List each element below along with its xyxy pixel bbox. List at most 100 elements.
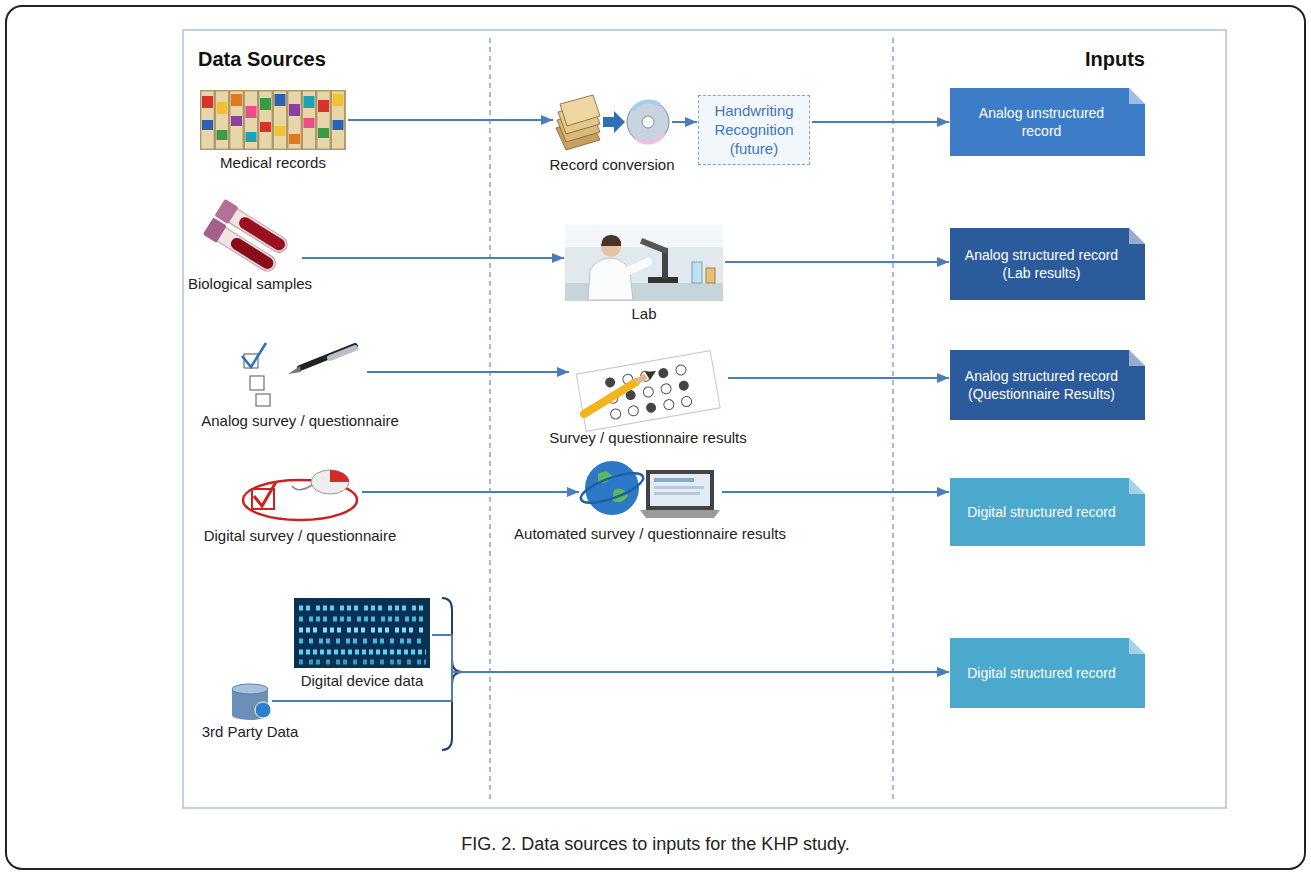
input-record: Digital structured record bbox=[950, 478, 1145, 546]
flow-arrow bbox=[348, 119, 553, 121]
medical-records-picture bbox=[216, 91, 229, 149]
medical-records-picture bbox=[245, 91, 258, 149]
device-data-picture bbox=[299, 660, 426, 665]
record-shape bbox=[950, 350, 1145, 420]
picture-slot bbox=[570, 355, 726, 425]
record-conversion-picture bbox=[603, 111, 625, 133]
medical-records-picture bbox=[246, 106, 257, 118]
medical-records-picture bbox=[260, 122, 271, 132]
device-data-picture bbox=[299, 650, 426, 655]
lab-step: Lab bbox=[554, 225, 734, 323]
medical-records-picture bbox=[303, 91, 316, 149]
medical-records-picture bbox=[275, 94, 286, 106]
medical-records-picture bbox=[304, 96, 315, 108]
device-data-picture bbox=[294, 598, 430, 668]
answer-sheet-picture bbox=[645, 371, 656, 380]
lab-picture bbox=[640, 238, 668, 254]
medical-records-picture bbox=[231, 116, 242, 126]
answer-sheet-picture bbox=[576, 351, 720, 432]
medical-records-picture bbox=[201, 91, 214, 149]
record-conversion-picture bbox=[642, 116, 654, 128]
medical-records-picture bbox=[318, 128, 329, 138]
picture-caption: Analog survey / questionnaire bbox=[180, 412, 420, 430]
web-results-picture bbox=[646, 470, 714, 510]
lab-picture bbox=[626, 262, 648, 272]
lab-picture bbox=[565, 225, 723, 301]
record-shape bbox=[950, 88, 1145, 156]
answer-sheet-picture bbox=[663, 399, 675, 411]
medical-records-picture bbox=[202, 96, 213, 108]
column-divider bbox=[892, 38, 893, 800]
answer-sheet-picture bbox=[678, 380, 690, 392]
device-data-picture bbox=[299, 628, 426, 633]
picture-slot bbox=[565, 225, 723, 301]
answer-sheet-picture bbox=[643, 386, 655, 398]
paper-survey-picture bbox=[300, 346, 355, 368]
paper-survey-picture bbox=[330, 348, 355, 358]
medical-records-picture bbox=[217, 130, 228, 140]
box-text: Digital structured record bbox=[967, 503, 1116, 521]
record-shape bbox=[950, 88, 1145, 156]
input-record: Analog unstructured record bbox=[950, 88, 1145, 156]
answer-sheet-picture bbox=[604, 377, 616, 389]
device-data-picture bbox=[299, 617, 426, 622]
medical-records-source: Medical records bbox=[188, 90, 358, 172]
picture-caption: Lab bbox=[554, 305, 734, 323]
picture-slot bbox=[294, 598, 430, 668]
answer-sheet-picture bbox=[636, 376, 646, 382]
picture-slot bbox=[240, 465, 360, 523]
flow-arrow bbox=[672, 121, 697, 123]
paper-survey-picture bbox=[242, 343, 355, 406]
sample-tubes-picture bbox=[229, 236, 276, 272]
record-fold bbox=[1129, 88, 1145, 104]
record-conversion-picture bbox=[627, 101, 669, 143]
web-results-picture bbox=[578, 461, 720, 518]
web-results-picture bbox=[640, 510, 720, 518]
flow-arrow bbox=[302, 257, 564, 259]
paper-survey-picture bbox=[242, 343, 266, 367]
device-data-picture bbox=[299, 639, 426, 644]
picture-caption: Automated survey / questionnaire results bbox=[500, 525, 800, 543]
picture-slot bbox=[200, 90, 346, 150]
medical-records-picture bbox=[318, 100, 329, 112]
lab-picture bbox=[588, 258, 633, 300]
future-process-box: Handwriting Recognition (future) bbox=[698, 95, 810, 165]
picture-caption: 3rd Party Data bbox=[185, 723, 315, 741]
box-text: Handwriting Recognition (future) bbox=[705, 102, 803, 158]
answer-sheet-picture bbox=[660, 383, 672, 395]
box-text: Analog structured record (Questionnaire … bbox=[962, 367, 1121, 403]
medical-records-picture bbox=[231, 94, 242, 106]
device-data-picture bbox=[299, 606, 426, 611]
medical-records-picture bbox=[332, 91, 345, 149]
record-conversion-picture bbox=[556, 95, 669, 150]
medical-records-picture bbox=[333, 120, 344, 130]
sample-tubes-picture bbox=[203, 199, 291, 276]
online-survey-picture bbox=[254, 482, 276, 506]
web-results-picture bbox=[585, 461, 639, 515]
sample-tubes-picture bbox=[203, 199, 291, 276]
record-conversion-picture bbox=[560, 95, 600, 126]
medical-records-picture bbox=[202, 120, 213, 130]
paper-survey-picture bbox=[288, 366, 301, 374]
medical-records-picture bbox=[246, 132, 257, 142]
record-fold bbox=[1129, 638, 1145, 654]
record-fold bbox=[1129, 478, 1145, 494]
medical-records-picture bbox=[274, 91, 287, 149]
medical-records-picture bbox=[200, 90, 346, 150]
third-party-data-source: 3rd Party Data bbox=[185, 683, 315, 741]
database-picture bbox=[232, 684, 268, 694]
answer-sheet-picture bbox=[584, 382, 636, 414]
answer-sheet-picture bbox=[576, 351, 720, 432]
figure-caption: FIG. 2. Data sources to inputs for the K… bbox=[0, 834, 1311, 855]
flow-arrow bbox=[272, 672, 949, 701]
answer-sheet-picture bbox=[645, 402, 657, 414]
medical-records-picture bbox=[217, 102, 228, 114]
web-results-picture bbox=[654, 492, 700, 495]
analog-survey-source: Analog survey / questionnaire bbox=[180, 338, 420, 430]
online-survey-picture bbox=[292, 485, 312, 490]
picture-slot bbox=[235, 338, 365, 408]
online-survey-picture bbox=[243, 470, 357, 520]
record-fold bbox=[1129, 228, 1145, 244]
picture-slot bbox=[230, 683, 270, 719]
flow-arrow bbox=[367, 371, 569, 373]
